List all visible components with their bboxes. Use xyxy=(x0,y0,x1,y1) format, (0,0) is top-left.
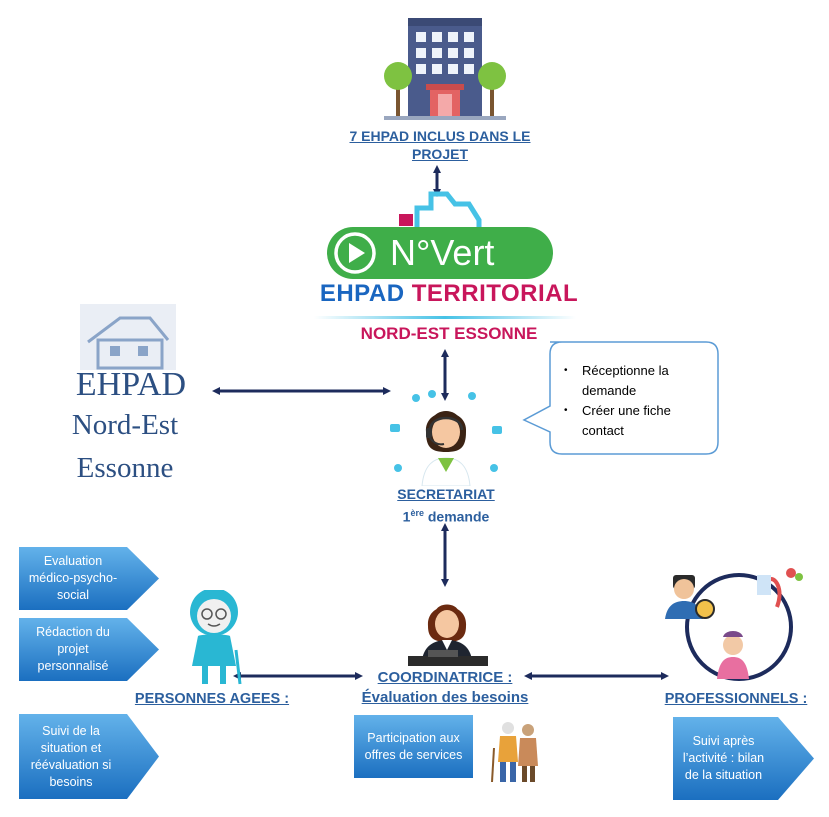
coordinatrice-subtitle: Évaluation des besoins xyxy=(361,689,529,706)
callout-item: Réceptionne la demande xyxy=(558,361,708,401)
play-icon xyxy=(334,232,376,274)
logo-line-territorial: EHPAD TERRITORIAL xyxy=(319,280,579,307)
elderly-couple-icon xyxy=(491,722,538,783)
box-participation: Participation aux offres de services xyxy=(354,715,473,778)
box-suivi: Suivi de la situation et réévaluation si… xyxy=(19,714,159,799)
ehpad-logo-line3: Essonne xyxy=(76,452,174,484)
logo-divider xyxy=(314,316,576,319)
personnes-title: PERSONNES AGEES : xyxy=(134,691,290,707)
box-evaluation: Evaluation médico-psycho-social xyxy=(19,547,159,610)
top-caption: 7 EHPAD INCLUS DANS LE PROJET xyxy=(349,128,531,162)
secretariat-callout: Réceptionne la demande Créer une fiche c… xyxy=(520,340,722,460)
coordinator-icon xyxy=(408,604,488,666)
elderly-person-icon xyxy=(190,590,242,685)
coordinatrice-title: COORDINATRICE : xyxy=(377,669,513,686)
building-icon xyxy=(384,18,506,120)
professionnels-title: PROFESSIONNELS : xyxy=(664,691,808,707)
box-suivi-apres: Suivi après l’activité : bilan de la sit… xyxy=(673,717,814,800)
callout-item: Créer une fiche contact xyxy=(558,401,708,441)
ehpad-logo-line1: EHPAD xyxy=(75,366,187,403)
box-redaction: Rédaction du projet personnalisé xyxy=(19,618,159,681)
secretariat-subtitle: 1ère demande xyxy=(402,508,490,525)
logo-line-nord-est: NORD-EST ESSONNE xyxy=(360,324,538,343)
n-vert-logo: N°Vert EHPAD TERRITORIAL NORD-EST ESSONN… xyxy=(292,186,598,356)
n-vert-badge: N°Vert xyxy=(327,227,553,279)
n-vert-text: N°Vert xyxy=(390,232,495,273)
receptionist-icon xyxy=(390,390,502,486)
callout-list: Réceptionne la demande Créer une fiche c… xyxy=(558,361,708,441)
ehpad-logo-line2: Nord-Est xyxy=(71,409,179,441)
secretariat-title: SECRETARIAT xyxy=(397,486,495,502)
professionals-icon xyxy=(665,568,803,681)
house-icon xyxy=(399,191,482,236)
ehpad-house-icon xyxy=(80,304,176,370)
